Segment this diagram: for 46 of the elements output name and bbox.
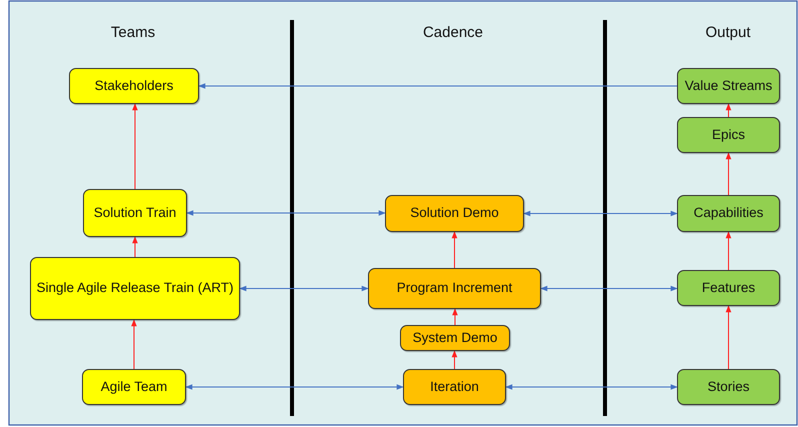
arrow [185,384,404,390]
process-box [677,195,780,232]
arrow [726,103,732,118]
node-label: Solution Demo [410,205,499,222]
process-box [82,369,186,405]
cadence-box [385,195,524,232]
node-label: Value Streams [684,78,772,94]
arrow [726,152,732,196]
node-label: Iteration [430,378,479,396]
arrow [726,231,732,270]
node-label: Solution Train [94,204,176,222]
node-label: Agile Team [100,378,168,396]
cadence-box [403,369,506,405]
arrow [452,308,458,326]
arrow [186,210,386,216]
node-label: Features [702,280,756,296]
arrow [452,231,458,268]
node-label: Stakeholders [94,78,174,94]
arrow [132,236,138,258]
node-label: System Demo [412,330,498,346]
node-label: Program Increment [396,280,512,297]
cadence-box [400,325,510,351]
process-box [83,189,187,237]
arrow [505,384,678,390]
process-box [30,257,240,320]
process-box [677,270,780,306]
arrow [523,210,678,216]
node-label: Epics [712,126,745,144]
column-heading: Teams [110,24,156,41]
arrow [132,103,138,190]
cadence-box [368,268,541,309]
arrow [131,319,137,370]
process-box [677,68,780,104]
process-box [677,369,780,405]
arrow [198,83,678,89]
process-box [69,68,199,104]
node-label: Capabilities [694,205,764,222]
node-label: Stories [707,378,750,396]
arrow [726,305,732,370]
column-heading: Output [705,24,751,41]
node-label: Single Agile Release Train (ART) [36,280,234,297]
arrow [239,286,369,292]
process-box [677,117,780,153]
arrow [452,350,458,370]
column-heading: Cadence [422,24,484,41]
arrow [540,286,678,292]
